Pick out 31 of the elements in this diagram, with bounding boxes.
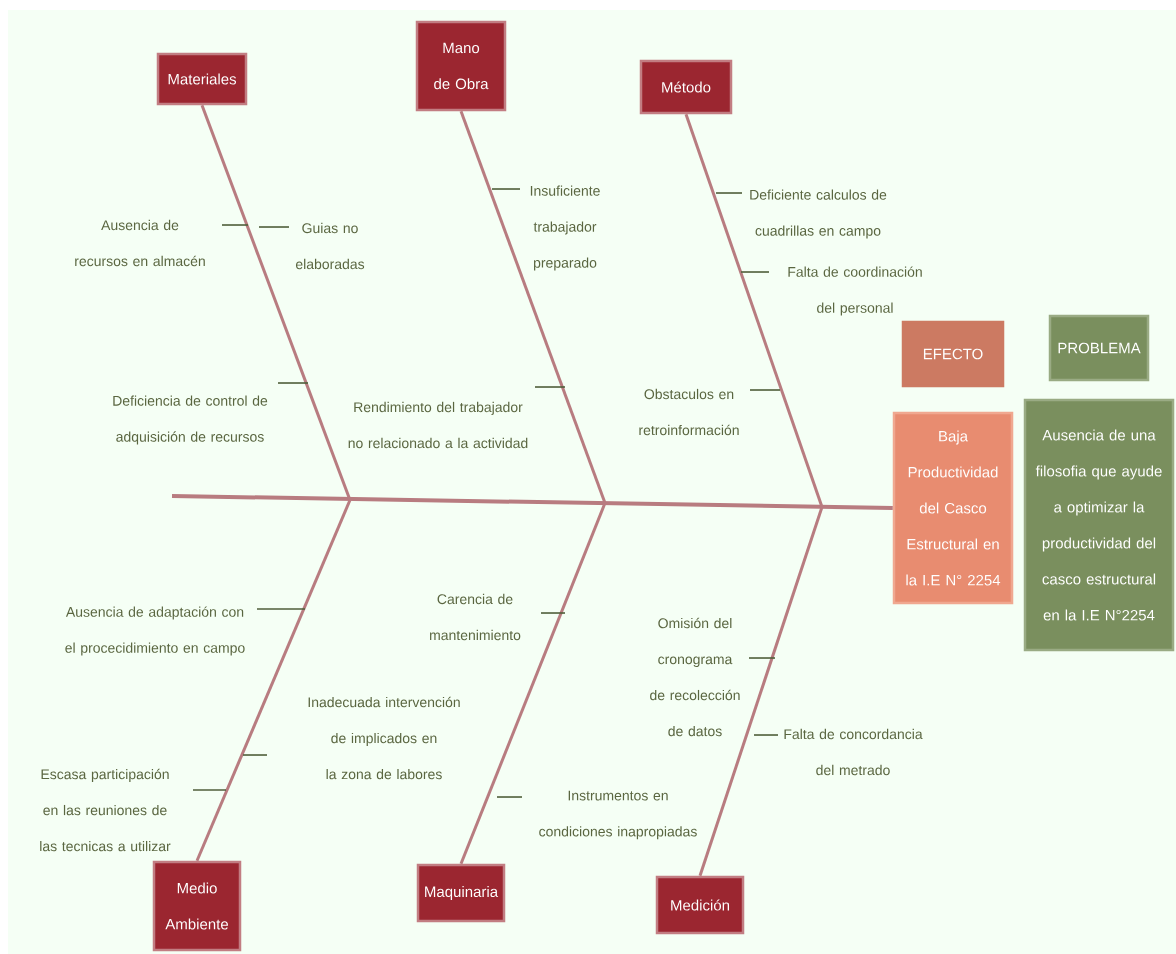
bone-line <box>698 506 824 877</box>
problem-box: Ausencia de una filosofia que ayude a optimizar la productividad del casco estructural en la I.E N°2254 <box>1023 398 1175 652</box>
effect-box: Baja Productividad del Casco Estructural en la I.E N° 2254 <box>892 411 1014 605</box>
cause-text: Instrumentos en condiciones inapropiadas <box>539 790 697 840</box>
cause-text: Carencia de mantenimiento <box>430 593 521 641</box>
spine-line <box>171 494 893 510</box>
cause-text: Ausencia de recursos en almacén <box>75 219 205 267</box>
bone-line <box>459 110 607 504</box>
cause-text: Ausencia de adaptación con el procecidimiento en campo <box>65 606 245 656</box>
cause-category-box: Maquinaria <box>416 863 506 923</box>
cause-text: Obstaculos en retroinformación <box>639 388 739 436</box>
cause-text: Falta de concordancia del metrado <box>784 728 923 776</box>
effect-header: EFECTO <box>901 320 1005 388</box>
bone-line <box>195 499 352 862</box>
cause-category-box: Materiales <box>156 52 248 106</box>
cause-text: Deficiencia de control de adquisición de recursos <box>113 395 268 445</box>
cause-text: Inadecuada intervención de implicados en la zona de labores <box>308 696 460 780</box>
cause-text: Deficiente calculos de cuadrillas en campo <box>750 189 887 239</box>
cause-category-box: Medio Ambiente <box>152 860 242 952</box>
cause-text: Rendimiento del trabajador no relacionado a la actividad <box>348 401 528 449</box>
bone-line <box>684 113 824 508</box>
problem-header: PROBLEMA <box>1048 314 1150 382</box>
cause-text: Insuficiente trabajador preparado <box>530 185 600 271</box>
cause-category-box: Medición <box>655 875 745 935</box>
cause-text: Guias no elaboradas <box>295 222 365 270</box>
cause-text: Falta de coordinación del personal <box>788 266 922 316</box>
cause-text: Escasa participación en las reuniones de las tecnicas a utilizar <box>40 768 171 852</box>
cause-category-box: Mano de Obra <box>415 20 507 112</box>
cause-category-box: Método <box>639 59 733 115</box>
bone-line <box>459 502 607 865</box>
cause-text: Omisión del cronograma de recolección de datos <box>650 617 740 737</box>
